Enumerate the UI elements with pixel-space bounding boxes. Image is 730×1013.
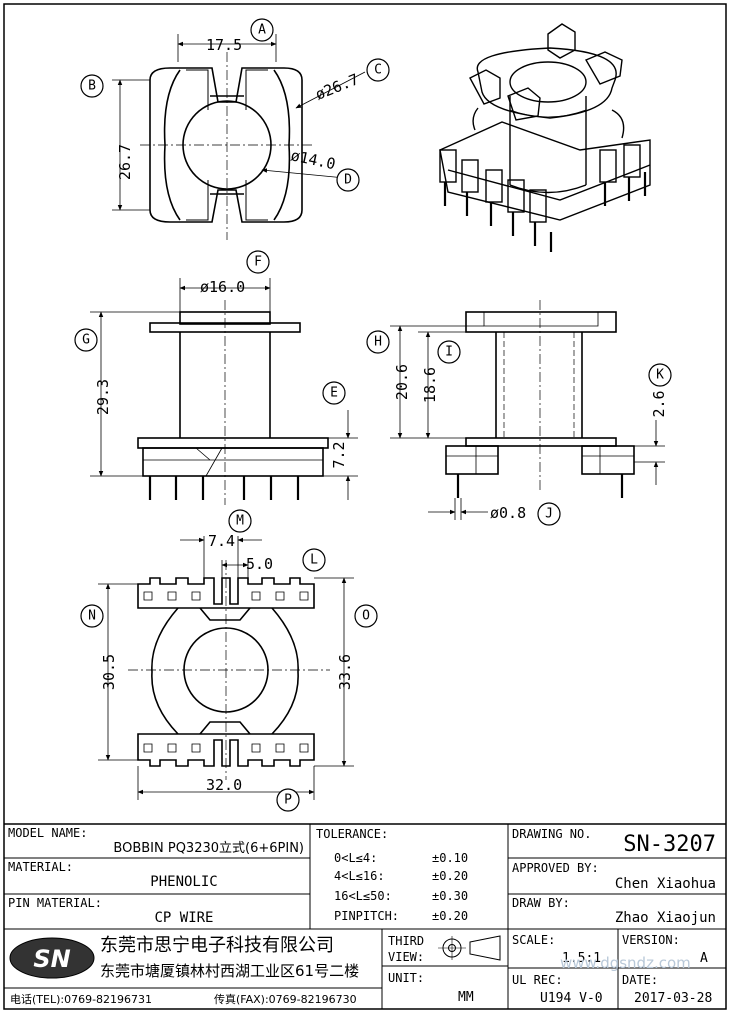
dim-J-text: ø0.8 — [490, 504, 526, 522]
unit-label: UNIT: — [388, 971, 424, 985]
pin-material-value: CP WIRE — [154, 910, 213, 926]
dim-A-text: 17.5 — [206, 36, 242, 54]
version-label: VERSION: — [622, 933, 680, 947]
tolerance-range-4: PINPITCH: — [334, 909, 399, 923]
approved-by-value: Chen Xiaohua — [615, 876, 716, 892]
dim-O-text: 33.6 — [336, 654, 354, 690]
tolerance-value-2: ±0.20 — [432, 869, 468, 883]
bottom-view-centerlines — [128, 560, 330, 780]
callout-D: D — [344, 173, 352, 188]
dim-K-text: 2.6 — [650, 390, 668, 417]
side-view-dimensions — [390, 325, 665, 520]
company-address: 东莞市塘厦镇林村西湖工业区61号二楼 — [100, 962, 359, 980]
dim-P-text: 32.0 — [206, 776, 242, 794]
ul-rec-label: UL REC: — [512, 973, 563, 987]
side-view — [445, 311, 635, 498]
pin-material-label: PIN MATERIAL: — [8, 896, 102, 910]
version-value: A — [700, 951, 708, 966]
title-block-grid — [4, 823, 726, 1009]
callout-E: E — [330, 386, 338, 401]
dim-I-text: 18.6 — [421, 367, 439, 403]
tolerance-value-1: ±0.10 — [432, 851, 468, 865]
dim-F-text: ø16.0 — [200, 278, 245, 296]
third-view-label-1: THIRD — [388, 934, 424, 948]
logo-text: SN — [33, 945, 70, 973]
dim-L-text: 5.0 — [246, 555, 273, 573]
callout-H: H — [374, 335, 382, 350]
callout-N: N — [88, 609, 96, 624]
top-view — [149, 67, 303, 223]
callout-B: B — [88, 79, 96, 94]
date-label: DATE: — [622, 973, 658, 987]
callout-letters: A B C D E F G H I J K L M N O P — [82, 23, 664, 808]
model-name-value: BOBBIN PQ3230立式(6+6PIN) — [113, 841, 304, 856]
tolerance-range-3: 16<L≤50: — [334, 889, 392, 903]
top-view-centerlines — [140, 52, 315, 240]
material-value: PHENOLIC — [150, 874, 217, 890]
dim-N-text: 30.5 — [100, 654, 118, 690]
isometric-view — [439, 23, 651, 252]
third-view-label-2: VIEW: — [388, 950, 424, 964]
callout-M: M — [236, 514, 244, 529]
company-fax: 传真(FAX):0769-82196730 — [214, 992, 357, 1006]
tolerance-range-1: 0<L≤4: — [334, 851, 377, 865]
drawing-no-label: DRAWING NO. — [512, 827, 591, 841]
tolerance-range-2: 4<L≤16: — [334, 869, 385, 883]
watermark: www.dgsndz.com — [560, 954, 691, 972]
dim-D-text: ø14.0 — [289, 146, 337, 173]
top-view-dimensions — [112, 34, 366, 211]
model-name-label: MODEL NAME: — [8, 826, 87, 840]
dim-E-text: 7.2 — [330, 441, 348, 468]
callout-A: A — [258, 23, 266, 38]
dim-C-text: ø26.7 — [313, 70, 362, 104]
callout-G: G — [82, 333, 90, 348]
callout-C: C — [374, 63, 382, 78]
dim-G-text: 29.3 — [94, 379, 112, 415]
callout-bubbles — [74, 18, 672, 812]
date-value: 2017-03-28 — [634, 991, 712, 1006]
callout-F: F — [254, 255, 262, 270]
tolerance-value-4: ±0.20 — [432, 909, 468, 923]
drawing-no-value: SN-3207 — [623, 832, 716, 857]
callout-J: J — [545, 507, 553, 522]
company-name: 东莞市思宁电子科技有限公司 — [100, 935, 334, 956]
front-view-dimensions — [90, 278, 358, 500]
scale-label: SCALE: — [512, 933, 555, 947]
dim-M-text: 7.4 — [208, 532, 235, 550]
company-tel: 电话(TEL):0769-82196731 — [10, 993, 152, 1006]
third-angle-projection-icon — [438, 935, 501, 961]
ul-rec-value: U194 V-0 — [540, 991, 603, 1006]
drawing-border — [3, 3, 727, 1010]
front-view — [137, 311, 329, 500]
callout-I: I — [445, 345, 453, 360]
callout-P: P — [284, 793, 292, 808]
unit-value: MM — [458, 990, 474, 1005]
callout-L: L — [310, 553, 318, 568]
callout-O: O — [362, 609, 370, 624]
callout-K: K — [656, 368, 664, 383]
scale-value: 1.5:1 — [562, 951, 601, 966]
draw-by-label: DRAW BY: — [512, 896, 570, 910]
company-logo: SN — [9, 937, 95, 979]
dim-H-text: 20.6 — [393, 364, 411, 400]
tolerance-label: TOLERANCE: — [316, 827, 388, 841]
material-label: MATERIAL: — [8, 860, 73, 874]
approved-by-label: APPROVED BY: — [512, 861, 599, 875]
tolerance-value-3: ±0.30 — [432, 889, 468, 903]
dim-B-text: 26.7 — [116, 144, 134, 180]
draw-by-value: Zhao Xiaojun — [615, 910, 716, 926]
bottom-view-dimensions — [98, 536, 354, 800]
